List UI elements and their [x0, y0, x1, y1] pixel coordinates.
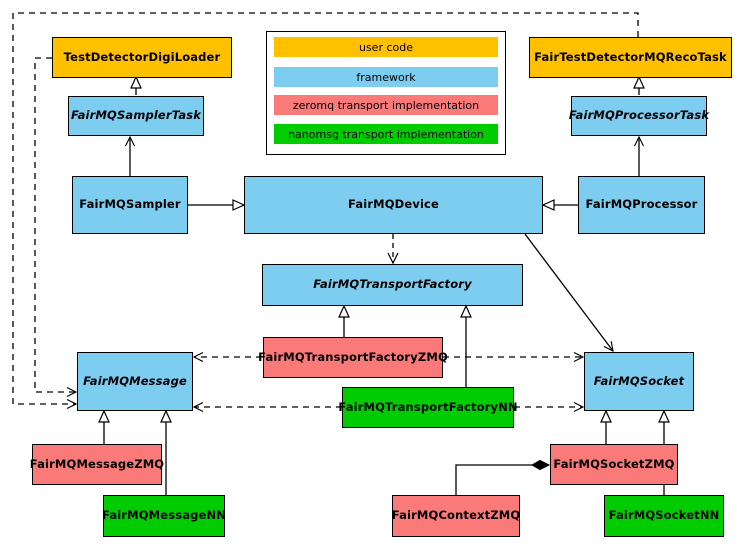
- class-box-fairmqsocketnn[interactable]: FairMQSocketNN: [604, 495, 724, 537]
- class-box-fairmqsocket[interactable]: FairMQSocket: [584, 352, 694, 411]
- legend-item-user-code: user code: [274, 37, 498, 57]
- class-box-testdetectordigiloader[interactable]: TestDetectorDigiLoader: [52, 37, 232, 78]
- legend-item-nanomsg: nanomsg transport implementation: [274, 124, 498, 144]
- legend-item-zeromq: zeromq transport implementation: [274, 95, 498, 115]
- class-box-fairmqtransportfactoryzmq[interactable]: FairMQTransportFactoryZMQ: [258, 337, 448, 378]
- class-box-fairmqcontextzmq[interactable]: FairMQContextZMQ: [392, 495, 520, 537]
- class-box-fairmqprocessor[interactable]: FairMQProcessor: [578, 176, 705, 234]
- legend-label-framework: framework: [356, 70, 416, 84]
- class-box-fairmqsampler[interactable]: FairMQSampler: [72, 176, 188, 234]
- legend-item-framework: framework: [274, 67, 498, 87]
- legend-label-nanomsg: nanomsg transport implementation: [288, 127, 484, 141]
- class-box-fairmqsamplertask[interactable]: FairMQSamplerTask: [68, 96, 204, 136]
- class-box-fairmqmessagenn[interactable]: FairMQMessageNN: [102, 495, 226, 537]
- class-box-fairmqmessagezmq[interactable]: FairMQMessageZMQ: [30, 444, 164, 485]
- class-box-fairmqprocessortask[interactable]: FairMQProcessorTask: [569, 96, 709, 136]
- legend-label-user-code: user code: [358, 40, 414, 54]
- edge-device-socket: [524, 233, 614, 352]
- class-box-fairmqsocketzmq[interactable]: FairMQSocketZMQ: [550, 444, 678, 485]
- class-box-fairmqtransportfactorynn[interactable]: FairMQTransportFactoryNN: [338, 387, 518, 428]
- class-box-fairmqtransportfactory[interactable]: FairMQTransportFactory: [262, 264, 523, 306]
- class-box-fairtestdetectormqrecotask[interactable]: FairTestDetectorMQRecoTask: [529, 37, 732, 78]
- legend-label-zeromq: zeromq transport implementation: [292, 98, 480, 112]
- edge-contextzmq-socketzmq: [455, 465, 549, 495]
- class-box-fairmqmessage[interactable]: FairMQMessage: [77, 352, 193, 411]
- class-box-fairmqdevice[interactable]: FairMQDevice: [244, 176, 543, 234]
